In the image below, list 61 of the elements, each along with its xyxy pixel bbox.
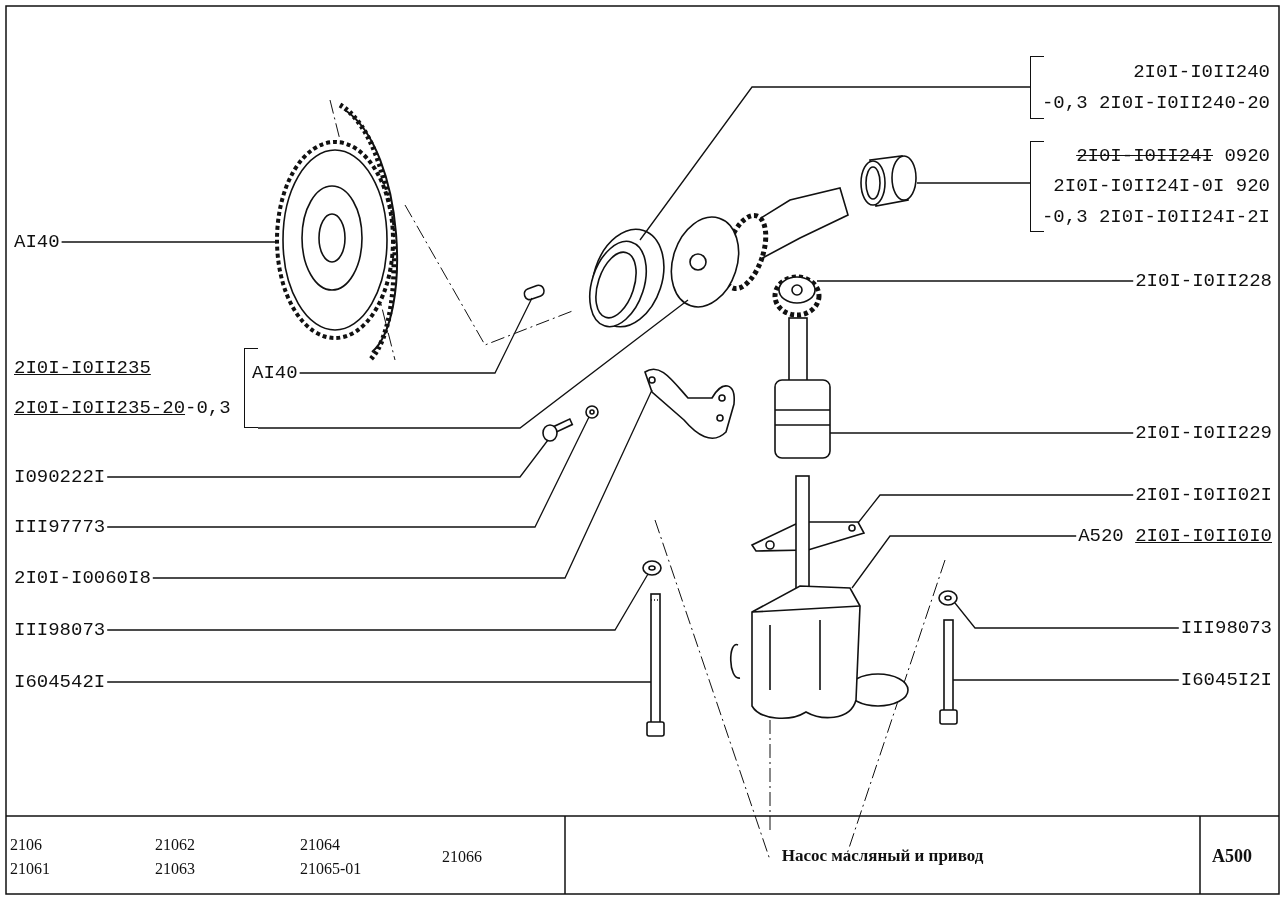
model-code: 21066	[442, 848, 482, 866]
part-number-group	[1030, 141, 1272, 232]
leader-line	[106, 416, 590, 528]
leader-line	[106, 439, 549, 478]
washer-drawing	[585, 405, 599, 419]
part-number: I604542I	[14, 670, 106, 694]
part-number: 2I0I-I0II229	[1135, 421, 1272, 445]
sprocket-drawing	[275, 103, 399, 362]
part-number: -0,3 2I0I-I0II240-20	[1041, 91, 1270, 116]
shaft-drawing	[774, 317, 831, 459]
part-number: 2I0I-I0II24I 0920	[1076, 144, 1270, 169]
part-number: III97773	[14, 515, 106, 539]
leader-line	[257, 299, 689, 429]
drawing-title: Насос масляный и привод	[780, 846, 985, 866]
leader-line	[851, 535, 1077, 589]
model-code: 21063	[155, 860, 195, 878]
part-number: AI40	[252, 361, 298, 385]
bushing-ring-drawing	[589, 228, 665, 328]
leader-line	[60, 241, 278, 243]
part-number: 2I0I-I0II24I-0I 920	[1053, 174, 1270, 199]
part-number: -0,3 2I0I-I0II24I-2I	[1041, 204, 1270, 229]
bolt-drawing	[939, 619, 958, 725]
oil-pump-drawing	[729, 475, 909, 720]
part-number: 2I0I-I0II02I	[1135, 483, 1272, 507]
part-number: I090222I	[14, 465, 106, 489]
pinion-gear-drawing	[772, 274, 822, 318]
model-code: 21062	[155, 836, 195, 854]
part-number: 2I0I-I0II228	[1135, 269, 1272, 293]
leader-line	[829, 432, 1134, 434]
part-number: 2I0I-I0060I8	[14, 566, 151, 590]
part-number: I6045I2I	[1180, 668, 1272, 692]
leader-line	[639, 86, 1031, 241]
leader-line	[298, 297, 533, 374]
part-number: A520 2I0I-I0II0I0	[1078, 524, 1272, 548]
bolt-drawing	[542, 418, 574, 442]
part-number: 2I0I-I0II235-20-0,3	[14, 396, 231, 420]
part-number: III98073	[1180, 616, 1272, 640]
leader-line	[106, 681, 652, 683]
model-code: 21064	[300, 836, 340, 854]
leader-line	[152, 389, 653, 579]
leader-line	[106, 573, 649, 631]
sheet-number: A500	[1212, 846, 1252, 867]
leader-line	[916, 182, 1031, 184]
washer-drawing	[642, 560, 662, 576]
part-number: 2I0I-I0II240	[1133, 59, 1270, 84]
sleeve-drawing	[860, 155, 917, 207]
part-number: III98073	[14, 618, 106, 642]
leader-line	[952, 679, 1180, 681]
model-code: 21061	[10, 860, 50, 878]
washer-drawing	[938, 590, 958, 606]
leader-line	[954, 602, 1180, 629]
model-code: 21065-01	[300, 860, 362, 878]
bracket-plate-drawing	[644, 368, 735, 440]
pin-drawing	[522, 283, 547, 302]
part-number-group	[1030, 56, 1272, 119]
part-number: AI40	[14, 230, 60, 254]
part-number: 2I0I-I0II235	[14, 356, 151, 380]
model-code: 2106	[10, 836, 42, 854]
leader-line	[816, 280, 1134, 282]
leader-line	[857, 494, 1134, 524]
bolt-drawing	[646, 593, 665, 737]
